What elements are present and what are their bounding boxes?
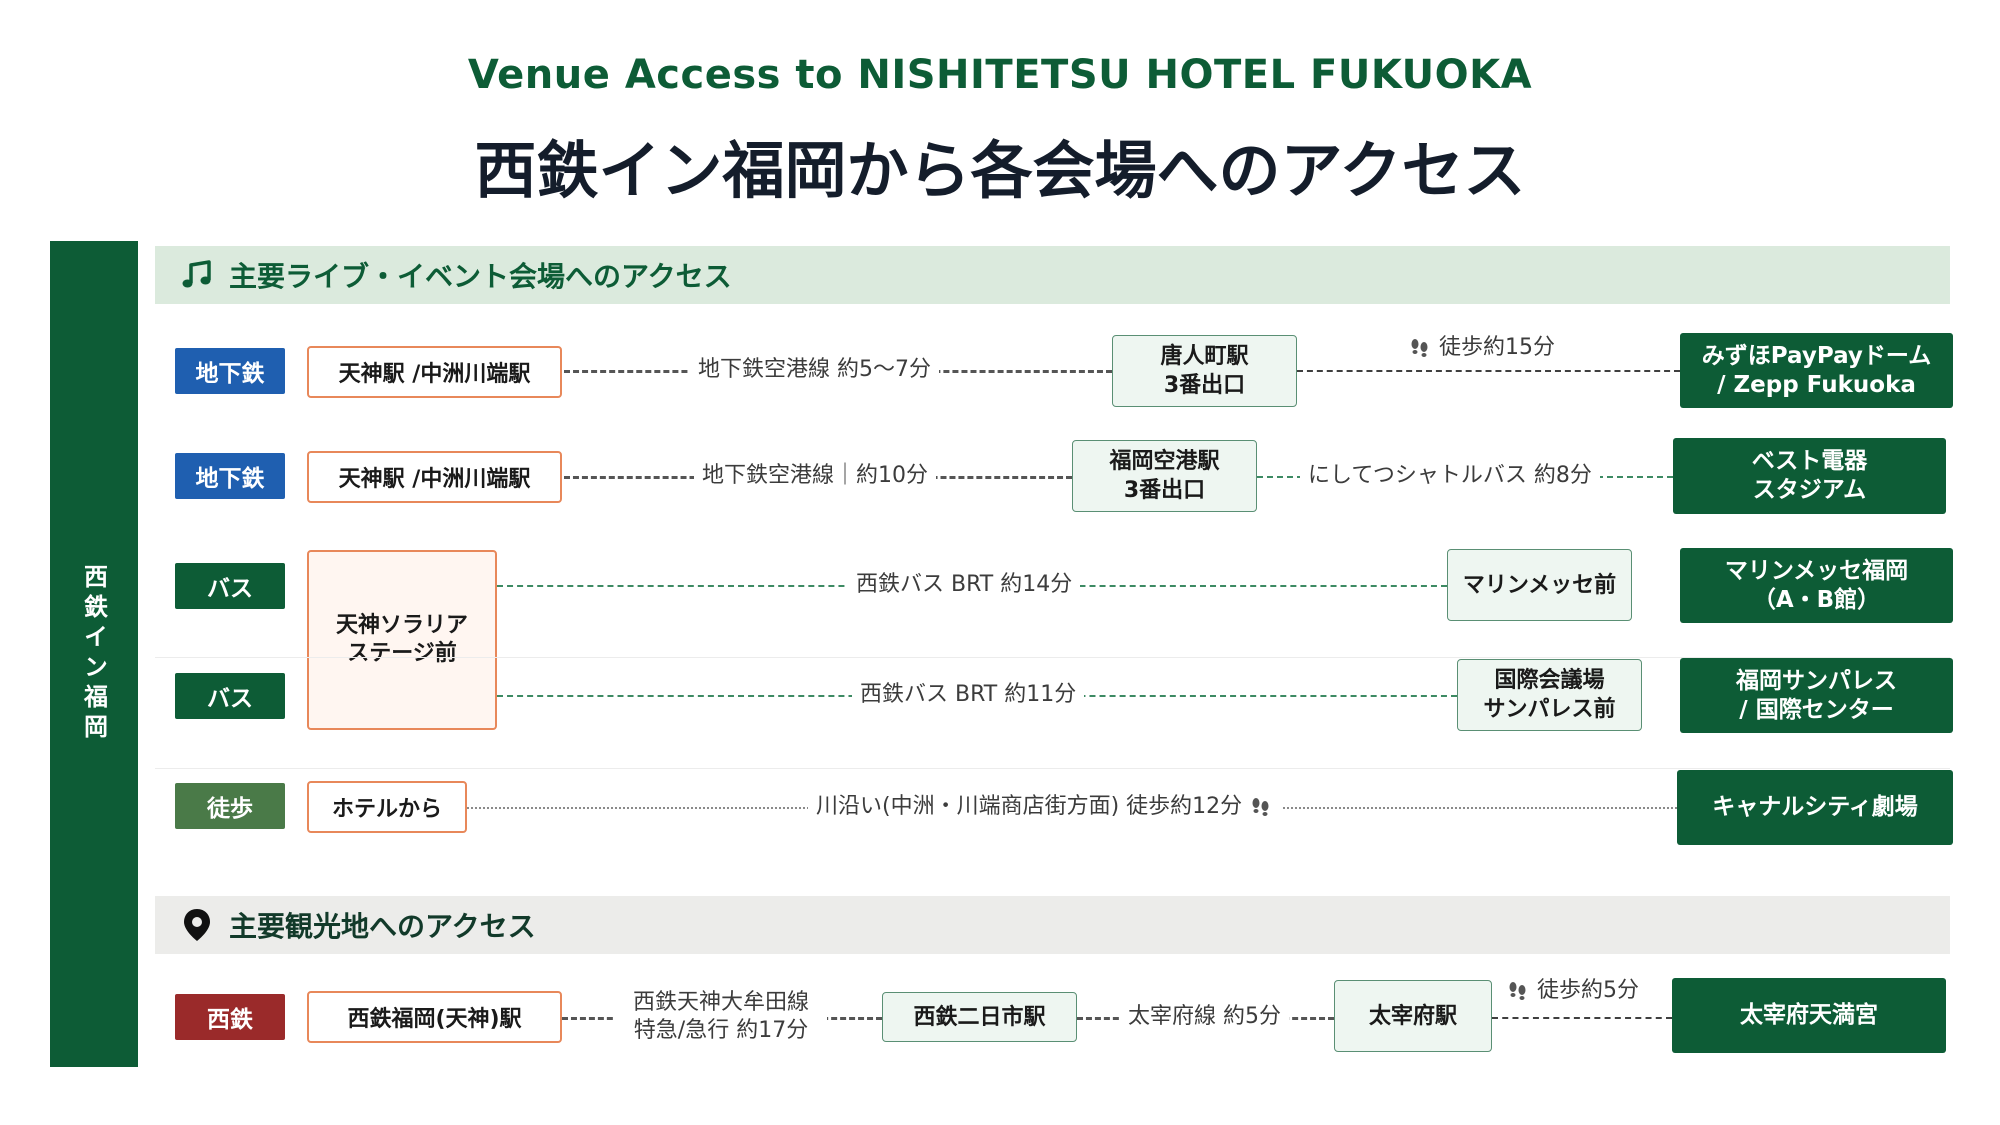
route-label: 地下鉄空港線｜約10分 — [694, 462, 936, 490]
walk-route: 川沿い(中洲・川端商店街方面) 徒歩約12分 — [816, 794, 1243, 819]
mode-badge-bus: バス — [175, 673, 285, 719]
transfer-stop: マリンメッセ前 — [1447, 549, 1632, 621]
venue-name-sub: / 国際センター — [1739, 696, 1894, 723]
origin-station: 天神駅 /中洲川端駅 — [307, 451, 562, 503]
route-label: 太宰府線 約5分 — [1120, 1003, 1289, 1031]
walk-label: 徒歩約15分 — [1400, 334, 1563, 362]
origin-hotel: ホテルから — [307, 781, 467, 833]
venue-name: マリンメッセ福岡 — [1724, 557, 1909, 584]
destination-venue: 福岡サンパレス / 国際センター — [1680, 658, 1953, 733]
stop-exit: 3番出口 — [1163, 373, 1246, 398]
origin-name: 天神ソラリア — [335, 613, 468, 638]
sidebar-label: 西鉄イン福岡 — [79, 564, 108, 744]
transfer-stop: 福岡空港駅 3番出口 — [1072, 440, 1257, 512]
origin-station: 天神駅 /中洲川端駅 — [307, 346, 562, 398]
venue-name: ベスト電器 — [1751, 448, 1868, 474]
destination-venue: キャナルシティ劇場 — [1677, 770, 1953, 845]
page-subtitle-en: Venue Access to NISHITETSU HOTEL FUKUOKA — [467, 52, 1533, 98]
stop-name: 唐人町駅 — [1160, 344, 1249, 369]
transfer-stop: 唐人町駅 3番出口 — [1112, 335, 1297, 407]
origin-station: 西鉄福岡(天神)駅 — [307, 991, 562, 1043]
route-label: 川沿い(中洲・川端商店街方面) 徒歩約12分 — [808, 793, 1282, 821]
destination-venue: マリンメッセ福岡 （A・B館） — [1680, 548, 1953, 623]
transfer-stop: 西鉄二日市駅 — [882, 992, 1077, 1042]
venue-name-sub: （A・B館） — [1752, 586, 1881, 613]
stop-name: 福岡空港駅 — [1109, 449, 1220, 474]
origin-name-sub: ステージ前 — [347, 641, 457, 666]
mode-badge-subway: 地下鉄 — [175, 348, 285, 394]
row-divider — [155, 768, 1950, 769]
route-line — [1492, 1017, 1672, 1019]
walk-time: 徒歩約5分 — [1537, 978, 1639, 1003]
walk-time: 徒歩約15分 — [1439, 335, 1555, 360]
music-note-icon — [179, 257, 215, 293]
row-divider — [155, 657, 1950, 658]
footprints-icon — [1252, 798, 1269, 816]
footprints-icon — [1509, 982, 1526, 1000]
mode-badge-rail: 西鉄 — [175, 994, 285, 1040]
venue-name-sub: スタジアム — [1752, 477, 1867, 503]
stop-exit: 3番出口 — [1123, 478, 1206, 503]
stop-name: マリンメッセ前 — [1462, 572, 1617, 598]
section-header-sightseeing: 主要観光地へのアクセス — [155, 896, 1950, 954]
footprints-icon — [1411, 339, 1428, 357]
route-label: 西鉄天神大牟田線 特急/急行 約17分 — [615, 989, 827, 1045]
walk-label: 徒歩約5分 — [1498, 977, 1647, 1005]
mode-badge-subway: 地下鉄 — [175, 453, 285, 499]
route-line — [1297, 370, 1680, 372]
destination-venue: 太宰府天満宮 — [1672, 978, 1946, 1053]
stop-name: 国際会議場 — [1494, 668, 1605, 693]
mode-badge-walk: 徒歩 — [175, 783, 285, 829]
venue-name: キャナルシティ劇場 — [1712, 794, 1918, 820]
stop-name: 西鉄二日市駅 — [913, 1004, 1046, 1030]
line-name: 西鉄天神大牟田線 — [632, 990, 809, 1015]
section-header-events: 主要ライブ・イベント会場へのアクセス — [155, 246, 1950, 304]
route-label: 西鉄バス BRT 約11分 — [852, 681, 1085, 709]
section-title: 主要観光地へのアクセス — [229, 910, 536, 943]
mode-badge-bus: バス — [175, 563, 285, 609]
venue-name: 福岡サンパレス — [1736, 667, 1897, 694]
venue-name: みずほPayPayドーム — [1701, 342, 1932, 369]
venue-name: 太宰府天満宮 — [1740, 1002, 1878, 1028]
venue-name-sub: / Zepp Fukuoka — [1717, 371, 1916, 398]
location-pin-icon — [179, 907, 215, 943]
transfer-stop: 太宰府駅 — [1334, 980, 1492, 1052]
transfer-stop: 国際会議場 サンパレス前 — [1457, 659, 1642, 731]
page-title: 西鉄イン福岡から各会場へのアクセス — [474, 134, 1526, 207]
origin-stop: 天神ソラリア ステージ前 — [307, 550, 497, 730]
stop-name-sub: サンパレス前 — [1483, 697, 1616, 722]
destination-venue: ベスト電器 スタジアム — [1673, 438, 1946, 514]
line-time: 特急/急行 約17分 — [633, 1018, 809, 1043]
destination-venue: みずほPayPayドーム / Zepp Fukuoka — [1680, 333, 1953, 408]
route-label: 地下鉄空港線 約5〜7分 — [690, 356, 939, 384]
stop-name: 太宰府駅 — [1368, 1003, 1457, 1029]
route-label: 西鉄バス BRT 約14分 — [848, 571, 1081, 599]
sidebar-hotel: 西鉄イン福岡 — [50, 241, 138, 1067]
section-title: 主要ライブ・イベント会場へのアクセス — [229, 260, 732, 293]
route-label: にしてつシャトルバス 約8分 — [1300, 462, 1600, 490]
